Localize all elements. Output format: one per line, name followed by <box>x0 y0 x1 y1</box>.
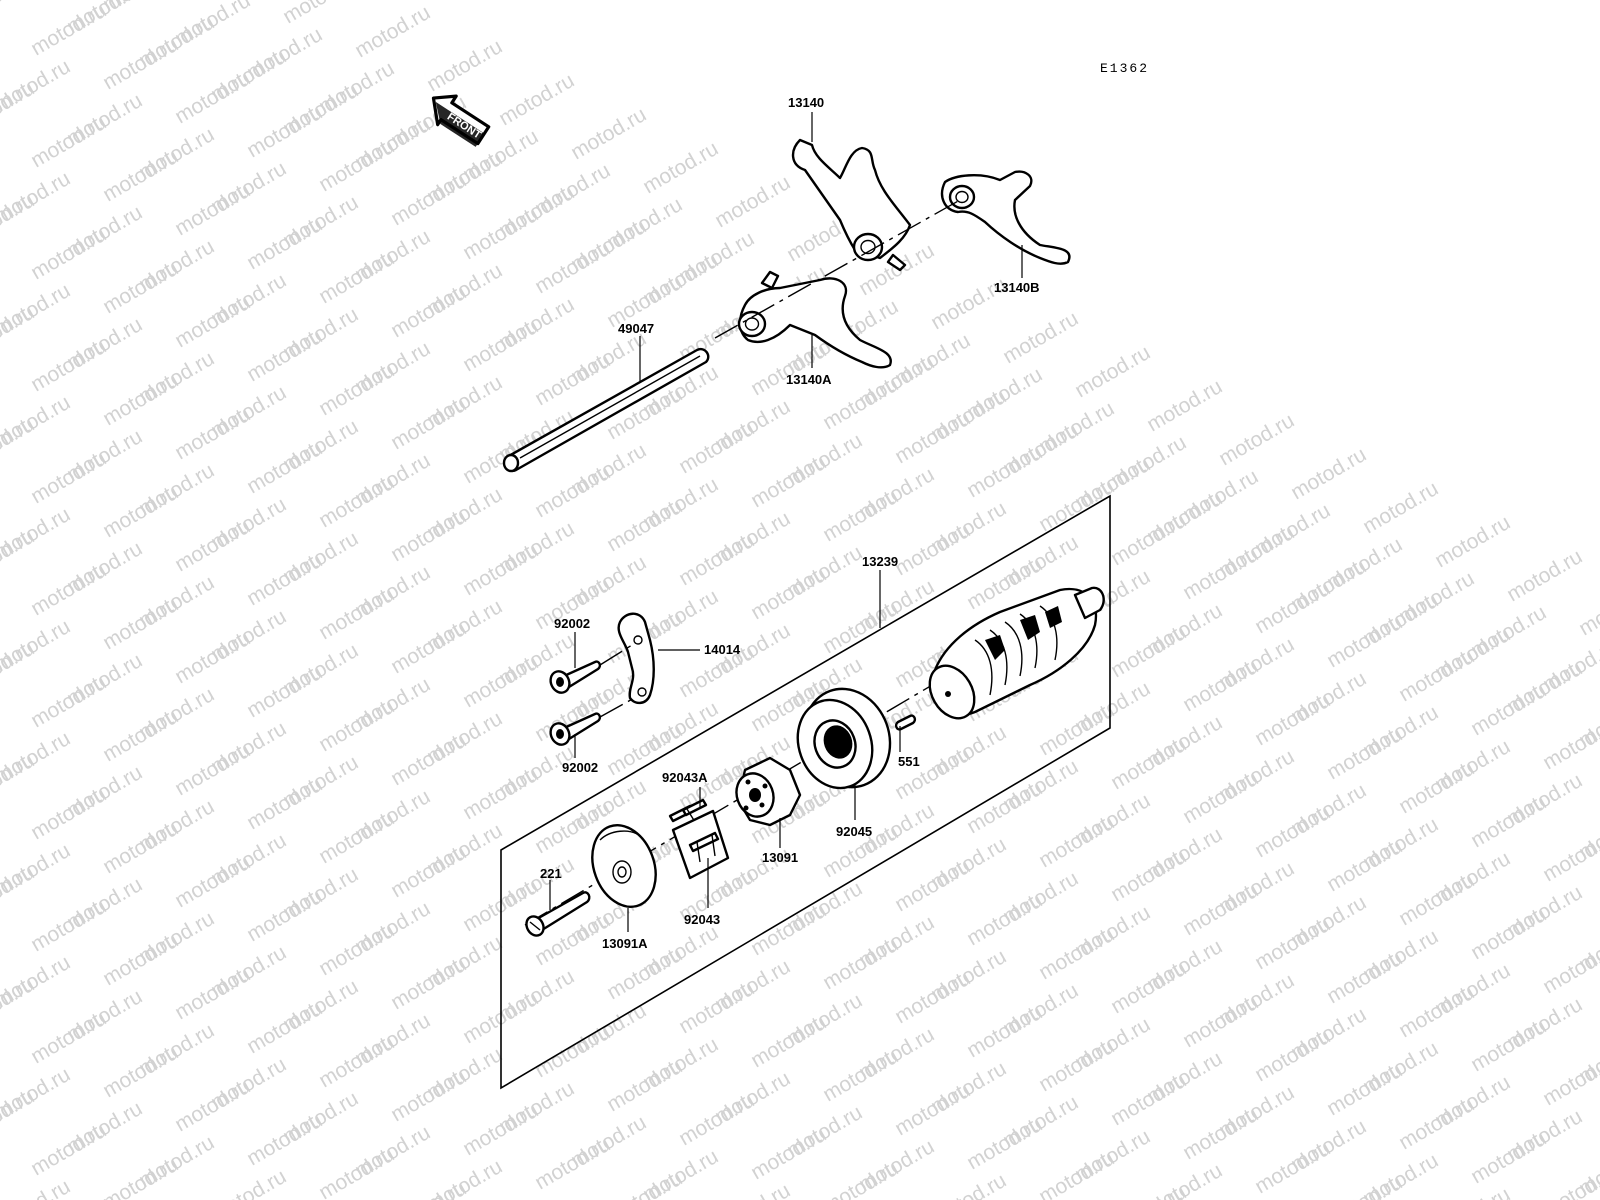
label-14014: 14014 <box>704 642 741 657</box>
label-13140A: 13140A <box>786 372 832 387</box>
label-13239: 13239 <box>862 554 898 569</box>
bearing-92045 <box>796 687 892 790</box>
label-92043A: 92043A <box>662 770 708 785</box>
pin-551 <box>894 714 917 731</box>
assembly-frame <box>500 494 1111 1090</box>
shift-cam-13091 <box>735 756 802 827</box>
label-13140B: 13140B <box>994 280 1040 295</box>
label-221: 221 <box>540 866 562 881</box>
label-92002-top: 92002 <box>554 616 590 631</box>
pins-92043 <box>671 809 730 880</box>
shift-drum-13239 <box>928 586 1105 720</box>
bolt-92002-bottom <box>549 712 602 746</box>
label-49047: 49047 <box>618 321 654 336</box>
label-92043: 92043 <box>684 912 720 927</box>
label-551: 551 <box>898 754 920 769</box>
shift-fork-13140B <box>940 170 1071 265</box>
shift-fork-13140 <box>791 138 912 272</box>
label-13140: 13140 <box>788 95 824 110</box>
label-13091: 13091 <box>762 850 798 865</box>
bolt-92002-top <box>549 660 602 694</box>
label-92002-bottom: 92002 <box>562 760 598 775</box>
cam-plate-13091A <box>591 824 657 908</box>
fork-shaft-49047 <box>502 347 710 473</box>
diagram-code: E1362 <box>1100 61 1149 76</box>
label-13091A: 13091A <box>602 936 648 951</box>
label-92045: 92045 <box>836 824 872 839</box>
front-arrow-icon: FRONT <box>431 94 491 147</box>
shift-fork-13140A <box>737 270 892 369</box>
screw-221 <box>525 891 591 937</box>
leader-lines <box>549 112 1023 932</box>
stopper-14014 <box>617 612 655 705</box>
